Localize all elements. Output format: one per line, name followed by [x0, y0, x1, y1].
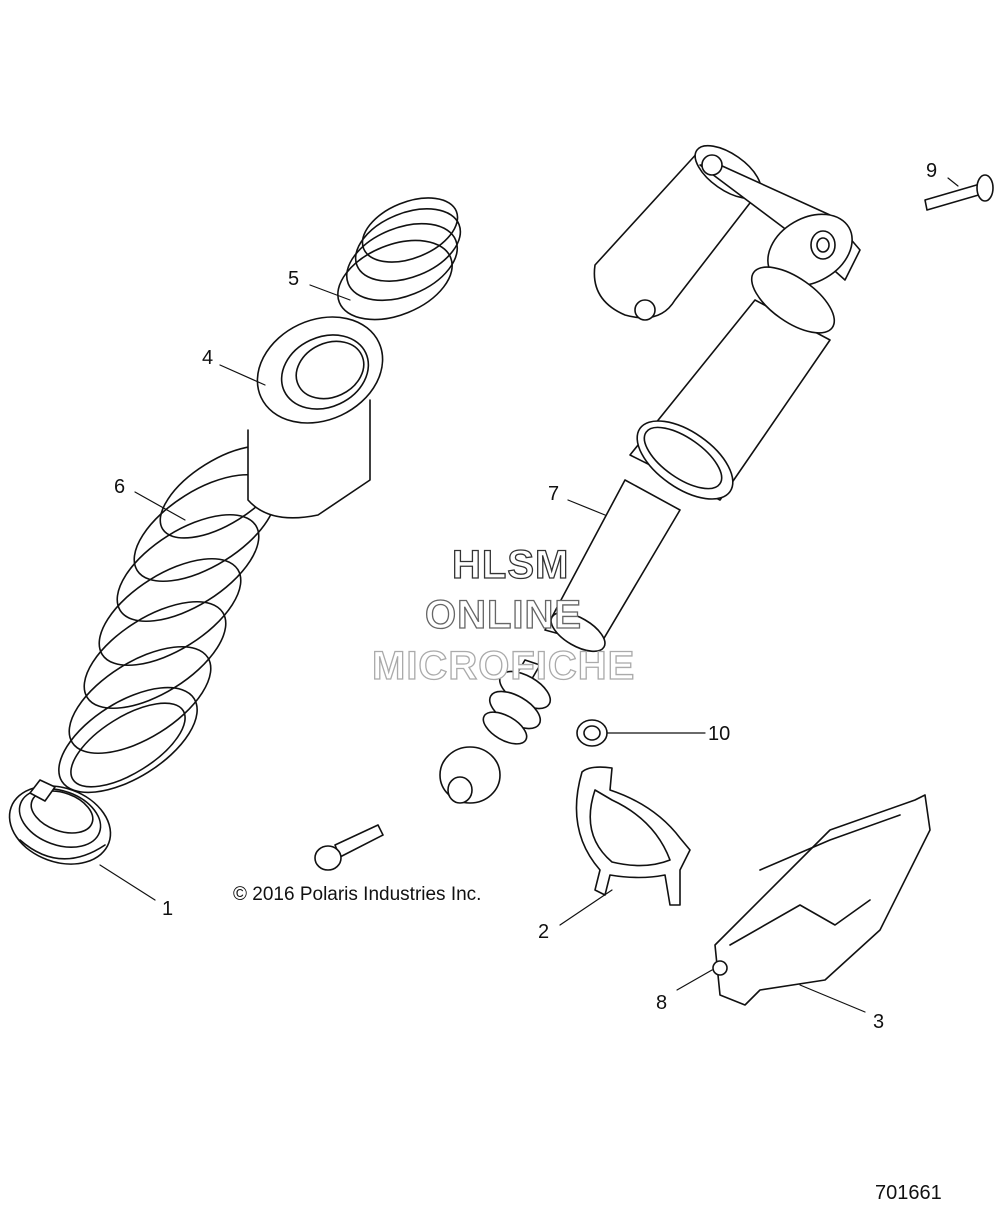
- shock-absorber: [439, 144, 861, 804]
- callout-4: 4: [202, 347, 214, 369]
- watermark-line-3: MICROFICHE: [371, 643, 636, 688]
- callout-7: 7: [548, 483, 560, 505]
- shock-guard: [712, 794, 931, 1006]
- flange-nut: [576, 719, 608, 747]
- watermark-line-2: ONLINE: [424, 592, 583, 637]
- tender-spring: [337, 197, 462, 321]
- callout-3: 3: [873, 1011, 885, 1033]
- callout-5: 5: [288, 268, 300, 290]
- callout-6: 6: [114, 476, 126, 498]
- callout-9: 9: [926, 160, 938, 182]
- copyright-notice: © 2016 Polaris Industries Inc.: [233, 884, 482, 905]
- callout-8: 8: [656, 992, 668, 1014]
- callout-2: 2: [538, 921, 550, 943]
- document-number: 701661: [875, 1182, 942, 1204]
- leader-lines: [99, 177, 959, 1013]
- watermark-line-1: HLSM: [451, 542, 570, 587]
- bolt-lower: [314, 824, 384, 871]
- lower-spring-seat: [8, 779, 112, 865]
- reservoir-bracket: [575, 766, 691, 906]
- callout-1: 1: [162, 898, 174, 920]
- bolt-upper: [924, 174, 994, 211]
- spring-adapter: [247, 316, 384, 519]
- callout-10: 10: [708, 723, 731, 745]
